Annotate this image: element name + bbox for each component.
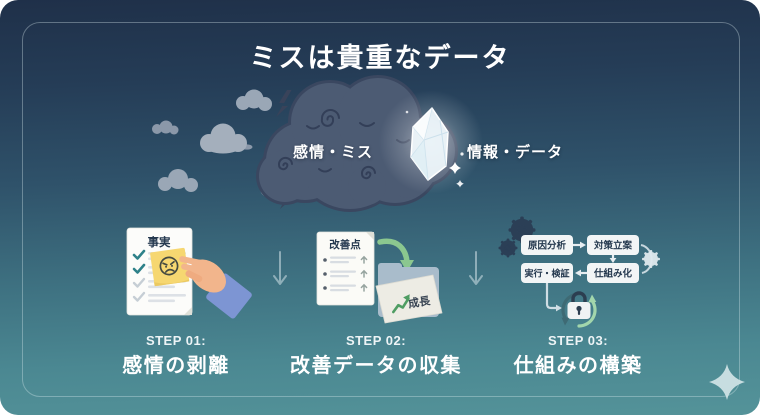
flow-box-systemize: 仕組み化 bbox=[593, 268, 633, 280]
light-cloud-icon bbox=[158, 89, 272, 192]
step1-title: 感情の剥離 bbox=[122, 355, 230, 377]
improvement-doc-icon: 改善点 bbox=[316, 231, 375, 306]
step3-label-block: STEP 03: 仕組みの構築 bbox=[478, 333, 678, 378]
folder-icon: 成長 bbox=[375, 263, 443, 324]
green-curved-arrow-icon bbox=[377, 238, 414, 272]
down-arrow-icon bbox=[469, 251, 483, 285]
sparkle-icon bbox=[709, 364, 745, 400]
flow-arrows bbox=[545, 241, 617, 312]
step1-tag: STEP 01: bbox=[145, 333, 207, 348]
sparkle-icon bbox=[405, 110, 464, 188]
page-title: ミスは貴重なデータ bbox=[249, 43, 511, 73]
crystal-icon bbox=[410, 107, 449, 181]
step3-tag: STEP 03: bbox=[547, 333, 609, 348]
doc-fact-header: 事実 bbox=[148, 235, 171, 249]
flow-box-execute: 実行・検証 bbox=[524, 268, 569, 279]
doc-improve-header: 改善点 bbox=[329, 238, 361, 251]
step2-tag: STEP 02: bbox=[345, 333, 407, 348]
inner-frame-border bbox=[22, 22, 740, 397]
step1-illustration: 事実 bbox=[126, 227, 252, 319]
step2-label-block: STEP 02: 改善データの収集 bbox=[272, 333, 480, 378]
flow-box-cause: 原因分析 bbox=[528, 240, 567, 252]
cloud-crystal-scene bbox=[152, 75, 483, 212]
crystal-data-label: 情報・データ bbox=[467, 144, 564, 161]
step2-illustration: 改善点 bbox=[316, 231, 443, 324]
folder-growth-label: 成長 bbox=[407, 293, 432, 310]
light-cloud-icon bbox=[200, 123, 247, 154]
flow-side-curve bbox=[640, 244, 653, 274]
step3-title: 仕組みの構築 bbox=[513, 355, 643, 377]
cloud-emotion-label: 感情・ミス bbox=[293, 144, 374, 161]
step2-title: 改善データの収集 bbox=[290, 355, 462, 377]
step3-flowchart: 原因分析 対策立案 仕組み化 実行・検証 bbox=[498, 216, 660, 328]
down-arrow-icon bbox=[273, 251, 287, 285]
step1-label-block: STEP 01: 感情の剥離 bbox=[86, 333, 266, 378]
sticky-note-icon bbox=[150, 247, 190, 287]
flow-boxes: 原因分析 対策立案 仕組み化 実行・検証 bbox=[521, 235, 639, 283]
flow-box-plan: 対策立案 bbox=[593, 240, 633, 252]
hand-icon bbox=[179, 256, 252, 319]
lock-icon bbox=[567, 291, 591, 319]
